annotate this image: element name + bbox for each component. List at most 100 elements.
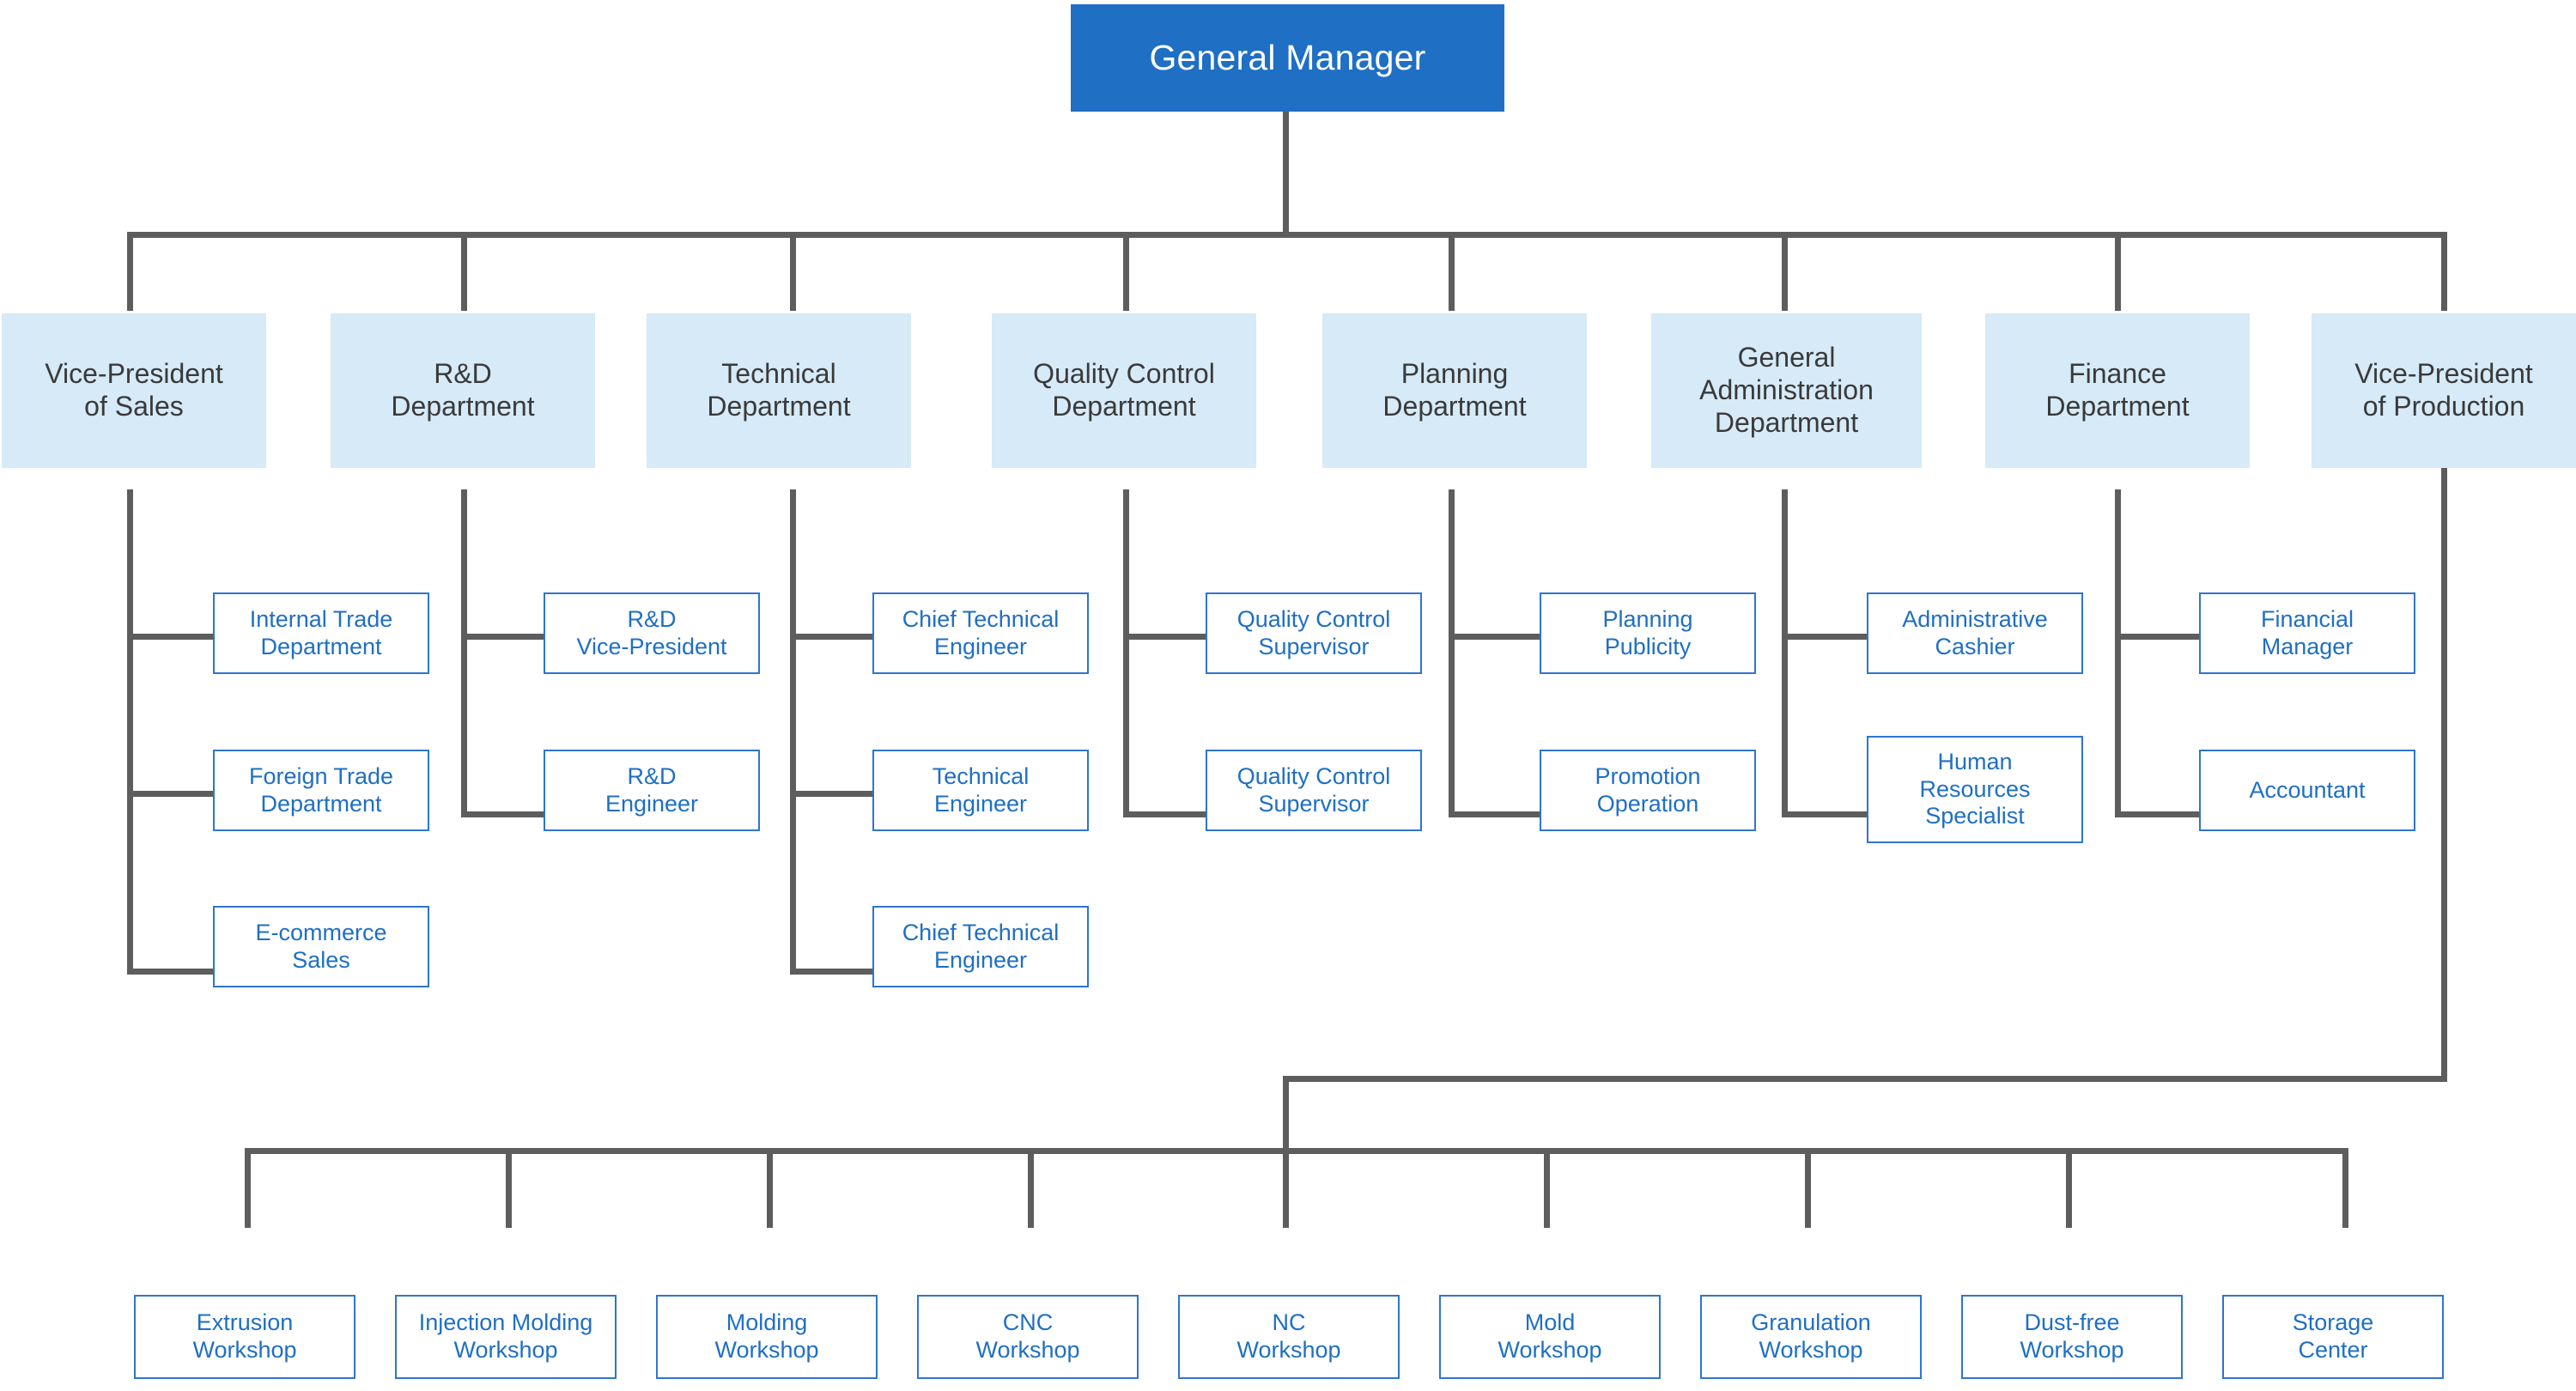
node-general-manager[interactable]: General Manager: [1071, 4, 1504, 112]
connector-drop-dept-7: [2115, 232, 2121, 311]
connector-drop-dept-8: [2441, 232, 2447, 311]
connector-branch-fin-1: [2115, 634, 2199, 640]
connector-branch-sales-2: [127, 791, 213, 797]
connector-branch-rd-2: [461, 811, 544, 817]
connector-workshop-bus: [245, 1148, 2348, 1154]
connector-spine-sales: [127, 489, 133, 975]
connector-spine-planning: [1449, 489, 1455, 817]
connector-branch-sales-3: [127, 969, 213, 975]
node-accountant[interactable]: Accountant: [2199, 750, 2415, 831]
connector-branch-qc-2: [1123, 811, 1206, 817]
connector-drop-dept-4: [1123, 232, 1129, 311]
connector-spine-rd: [461, 489, 467, 817]
node-label: Accountant: [2249, 776, 2366, 803]
connector-production-to-center: [1283, 1076, 2447, 1082]
connector-branch-tech-2: [790, 791, 872, 797]
connector-drop-shop-6: [1544, 1148, 1550, 1228]
connector-drop-shop-5: [1283, 1148, 1289, 1228]
connector-drop-dept-2: [461, 232, 467, 311]
connector-branch-qc-1: [1123, 634, 1206, 640]
connector-root-stem: [1283, 112, 1289, 237]
connector-branch-admin-1: [1782, 634, 1867, 640]
connector-branch-rd-1: [461, 634, 544, 640]
connector-branch-plan-2: [1449, 811, 1540, 817]
connector-branch-sales-1: [127, 634, 213, 640]
connector-drop-shop-8: [2066, 1148, 2072, 1228]
connector-spine-technical: [790, 489, 796, 975]
connector-branch-tech-1: [790, 634, 872, 640]
connector-top-bus: [127, 232, 2447, 238]
connector-drop-dept-5: [1449, 232, 1455, 311]
connector-spine-admin: [1782, 489, 1788, 817]
connector-branch-fin-2: [2115, 811, 2199, 817]
node-label: General Manager: [1149, 38, 1426, 78]
connector-drop-shop-3: [767, 1148, 773, 1228]
connector-branch-plan-1: [1449, 634, 1540, 640]
connector-drop-shop-2: [506, 1148, 512, 1228]
connector-drop-dept-3: [790, 232, 796, 311]
connector-spine-production: [2441, 468, 2447, 1082]
connector-drop-shop-1: [245, 1148, 251, 1228]
connector-spine-quality: [1123, 489, 1129, 817]
